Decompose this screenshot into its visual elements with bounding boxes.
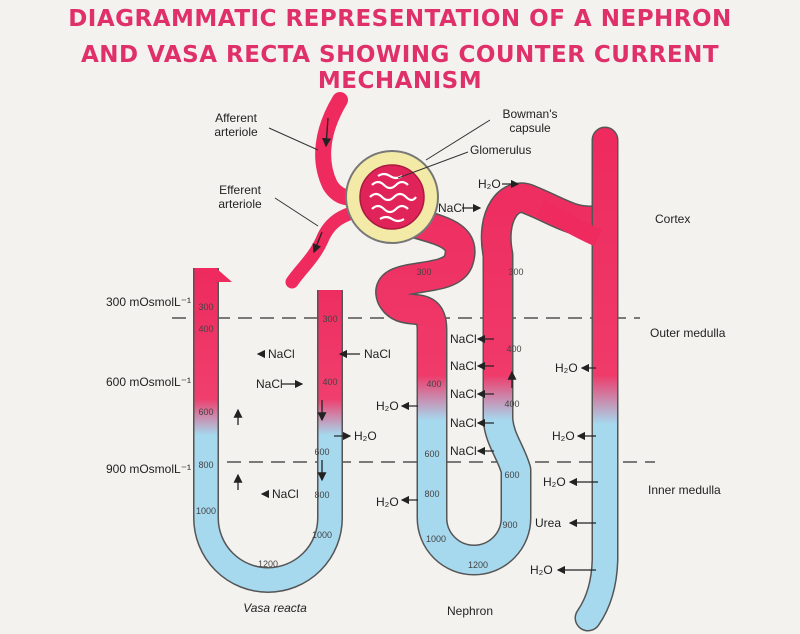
bowmans-label-1: Bowman's	[503, 107, 558, 121]
vasa-desc-300: 300	[198, 302, 213, 312]
afferent-label-2: arteriole	[214, 125, 258, 139]
title-line-1: DIAGRAMMATIC REPRESENTATION OF A NEPHRON	[68, 6, 732, 32]
loop-nacl-2: NaCl	[450, 359, 477, 373]
vasa-bottom-1200: 1200	[258, 559, 278, 569]
nephron-desc-800: 800	[424, 489, 439, 499]
vasa-recta-tube	[194, 268, 342, 592]
glomerulus-label: Glomerulus	[470, 143, 531, 157]
loop-water-1: H₂O	[376, 399, 399, 413]
vasa-nacl-in-right: NaCl	[364, 347, 391, 361]
inner-medulla-label: Inner medulla	[648, 483, 721, 497]
efferent-label-1: Efferent	[219, 183, 261, 197]
vasa-desc-1000: 1000	[196, 506, 216, 516]
nephron-desc-1000: 1000	[426, 534, 446, 544]
afferent-label-1: Afferent	[215, 111, 257, 125]
loop-nacl-5: NaCl	[450, 444, 477, 458]
vasa-asc-600: 600	[314, 447, 329, 457]
efferent-label-2: arteriole	[218, 197, 262, 211]
duct-urea: Urea	[535, 516, 561, 530]
nephron-asc-400: 400	[506, 344, 521, 354]
nephron-pct-300: 300	[416, 267, 431, 277]
vasa-desc-600: 600	[198, 407, 213, 417]
nephron-bottom-1200: 1200	[468, 560, 488, 570]
duct-water-3: H₂O	[543, 475, 566, 489]
nephron-asc-400b: 400	[504, 399, 519, 409]
loop-water-2: H₂O	[376, 495, 399, 509]
outer-medulla-label: Outer medulla	[650, 326, 726, 340]
vasa-desc-400: 400	[198, 324, 213, 334]
vasa-recta-inlet	[196, 268, 232, 282]
loop-nacl-4: NaCl	[450, 416, 477, 430]
nephron-dct-300: 300	[508, 267, 523, 277]
duct-water-4: H₂O	[530, 563, 553, 577]
vasa-asc-1000: 1000	[312, 530, 332, 540]
nephron-caption: Nephron	[447, 604, 493, 618]
dct-nacl-label: NaCl	[438, 201, 465, 215]
loop-nacl-1: NaCl	[450, 332, 477, 346]
vasa-asc-300: 300	[322, 314, 337, 324]
nephron-asc-900: 900	[502, 520, 517, 530]
glomerulus-capillaries	[369, 172, 417, 223]
vasa-water-out: H₂O	[354, 429, 377, 443]
collecting-duct	[576, 128, 617, 630]
vasa-asc-800: 800	[314, 490, 329, 500]
loop-nacl-3: NaCl	[450, 387, 477, 401]
duct-water-1: H₂O	[555, 361, 578, 375]
title-line-2: AND VASA RECTA SHOWING COUNTER CURRENT M…	[80, 42, 720, 94]
vasa-nacl-in: NaCl	[268, 347, 295, 361]
vasa-desc-800: 800	[198, 460, 213, 470]
cortex-label: Cortex	[655, 212, 690, 226]
nephron-desc-400: 400	[426, 379, 441, 389]
osmolarity-300: 300 mOsmolL⁻¹	[106, 295, 191, 309]
vasa-asc-400: 400	[322, 377, 337, 387]
vasa-recta-caption: Vasa reacta	[243, 601, 307, 615]
nephron-tubule	[376, 184, 614, 574]
nephron-desc-600: 600	[424, 449, 439, 459]
osmolarity-900: 900 mOsmolL⁻¹	[106, 462, 191, 476]
vasa-nacl-out: NaCl	[256, 377, 283, 391]
dct-water-label: H₂O	[478, 177, 501, 191]
glomerulus	[359, 164, 425, 230]
nephron-asc-600: 600	[504, 470, 519, 480]
osmolarity-600: 600 mOsmolL⁻¹	[106, 375, 191, 389]
bowmans-label-2: capsule	[509, 121, 551, 135]
duct-water-2: H₂O	[552, 429, 575, 443]
efferent-arteriole	[285, 203, 369, 289]
vasa-nacl-lower: NaCl	[272, 487, 299, 501]
